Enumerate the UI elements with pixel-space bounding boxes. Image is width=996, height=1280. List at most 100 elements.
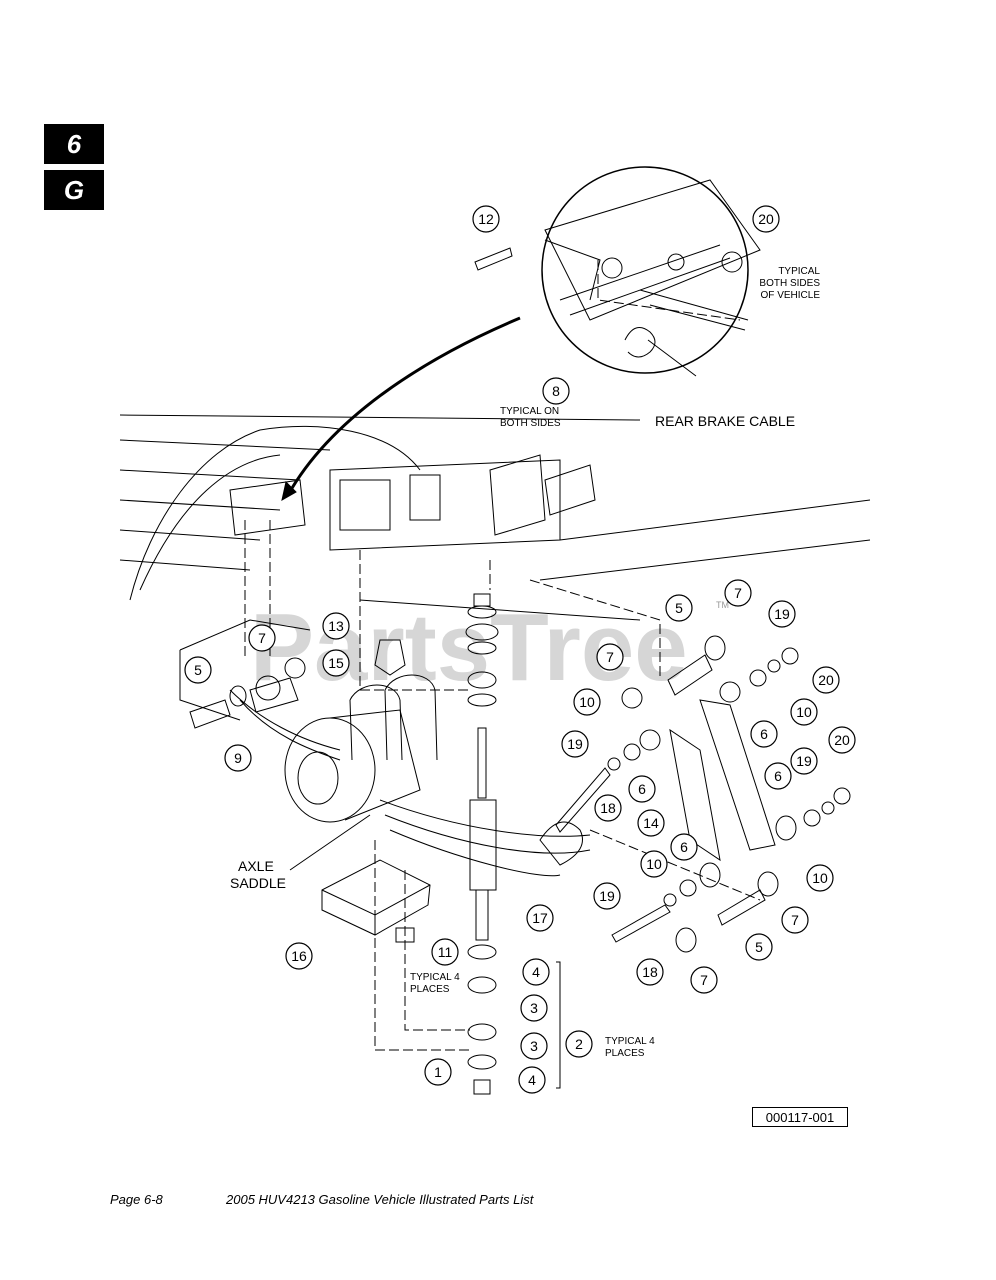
svg-text:4: 4	[532, 964, 540, 980]
svg-text:OF VEHICLE: OF VEHICLE	[761, 290, 821, 301]
callout-7: 7	[724, 579, 752, 607]
svg-text:19: 19	[796, 753, 812, 769]
callout-20: 20	[752, 205, 780, 233]
arrow-head	[281, 481, 297, 501]
callout-6: 6	[750, 720, 778, 748]
svg-text:10: 10	[579, 694, 595, 710]
section-tab-number: 6	[44, 124, 104, 164]
svg-text:19: 19	[774, 606, 790, 622]
detail-view	[541, 166, 761, 374]
axle-hub-assembly	[229, 674, 591, 877]
svg-text:BOTH SIDES: BOTH SIDES	[500, 418, 561, 429]
svg-text:3: 3	[530, 1000, 538, 1016]
svg-text:5: 5	[755, 939, 763, 955]
section-tab-letter: G	[44, 170, 104, 210]
svg-text:16: 16	[291, 948, 307, 964]
callout-18: 18	[636, 958, 664, 986]
callout-10: 10	[806, 864, 834, 892]
bump-stop	[374, 639, 406, 676]
detail-arrow	[286, 316, 521, 496]
svg-text:19: 19	[599, 888, 615, 904]
leader-lines	[244, 260, 761, 1051]
svg-text:PLACES: PLACES	[410, 984, 450, 995]
callout-1: 1	[424, 1058, 452, 1086]
callout-6: 6	[670, 833, 698, 861]
svg-text:13: 13	[328, 618, 344, 634]
notes: TYPICAL BOTH SIDES OF VEHICLE TYPICAL ON…	[410, 266, 820, 1059]
callout-6: 6	[764, 762, 792, 790]
callout-7: 7	[781, 906, 809, 934]
svg-text:18: 18	[600, 800, 616, 816]
svg-text:9: 9	[234, 750, 242, 766]
nut-11	[395, 927, 415, 943]
svg-text:10: 10	[796, 704, 812, 720]
callout-5: 5	[665, 594, 693, 622]
callout-17: 17	[526, 904, 554, 932]
svg-text:BOTH SIDES: BOTH SIDES	[759, 278, 820, 289]
svg-text:18: 18	[642, 964, 658, 980]
callout-6: 6	[628, 775, 656, 803]
callout-3: 3	[520, 994, 548, 1022]
callout-5: 5	[184, 656, 212, 684]
svg-text:4: 4	[528, 1072, 536, 1088]
shock-absorber	[465, 593, 499, 1095]
callout-20: 20	[828, 726, 856, 754]
callout-20: 20	[812, 666, 840, 694]
footer-page: Page 6-8	[110, 1192, 163, 1207]
svg-text:5: 5	[194, 662, 202, 678]
callout-2: 2	[565, 1030, 593, 1058]
callout-18: 18	[594, 794, 622, 822]
svg-text:7: 7	[258, 630, 266, 646]
callout-4: 4	[522, 958, 550, 986]
callout-10: 10	[640, 850, 668, 878]
svg-text:2: 2	[575, 1036, 583, 1052]
callout-7: 7	[690, 966, 718, 994]
callout-9: 9	[224, 744, 252, 772]
callout-7: 7	[596, 643, 624, 671]
svg-text:11: 11	[438, 944, 453, 960]
svg-text:20: 20	[818, 672, 834, 688]
svg-text:TYPICAL 4: TYPICAL 4	[410, 972, 460, 983]
svg-text:20: 20	[758, 211, 774, 227]
bolt-12	[474, 247, 513, 271]
svg-text:6: 6	[760, 726, 768, 742]
axle-saddle-leader	[289, 814, 371, 871]
callout-15: 15	[322, 649, 350, 677]
rear-links	[555, 635, 851, 953]
svg-text:7: 7	[700, 972, 708, 988]
callout-7: 7	[248, 624, 276, 652]
callout-13: 13	[322, 612, 350, 640]
callout-8: 8	[542, 377, 570, 405]
svg-text:8: 8	[552, 383, 560, 399]
callout-10: 10	[790, 698, 818, 726]
left-bushings	[189, 657, 306, 729]
nut-20	[721, 251, 743, 273]
svg-text:10: 10	[646, 856, 662, 872]
axle-saddle-label-2: SADDLE	[230, 875, 286, 891]
svg-text:14: 14	[643, 815, 659, 831]
svg-text:TYPICAL: TYPICAL	[778, 266, 820, 277]
svg-text:7: 7	[606, 649, 614, 665]
callout-5: 5	[745, 933, 773, 961]
callout-3: 3	[520, 1032, 548, 1060]
svg-text:6: 6	[638, 781, 646, 797]
svg-text:15: 15	[328, 655, 344, 671]
svg-text:12: 12	[478, 211, 494, 227]
callout-14: 14	[637, 809, 665, 837]
svg-text:7: 7	[734, 585, 742, 601]
callout-19: 19	[593, 882, 621, 910]
svg-text:3: 3	[530, 1038, 538, 1054]
svg-text:20: 20	[834, 732, 850, 748]
svg-text:1: 1	[434, 1064, 442, 1080]
callout-11: 11	[431, 938, 459, 966]
axle-saddle	[321, 859, 431, 936]
callout-19: 19	[561, 730, 589, 758]
svg-text:TYPICAL ON: TYPICAL ON	[500, 406, 559, 417]
svg-text:6: 6	[774, 768, 782, 784]
footer-title: 2005 HUV4213 Gasoline Vehicle Illustrate…	[226, 1192, 534, 1207]
brake-cable-clip	[624, 327, 697, 377]
callouts: 12 20 8 13 15 7 5 9 5 7 19 20 7 10 10 19…	[184, 205, 856, 1094]
svg-text:6: 6	[680, 839, 688, 855]
callout-10: 10	[573, 688, 601, 716]
